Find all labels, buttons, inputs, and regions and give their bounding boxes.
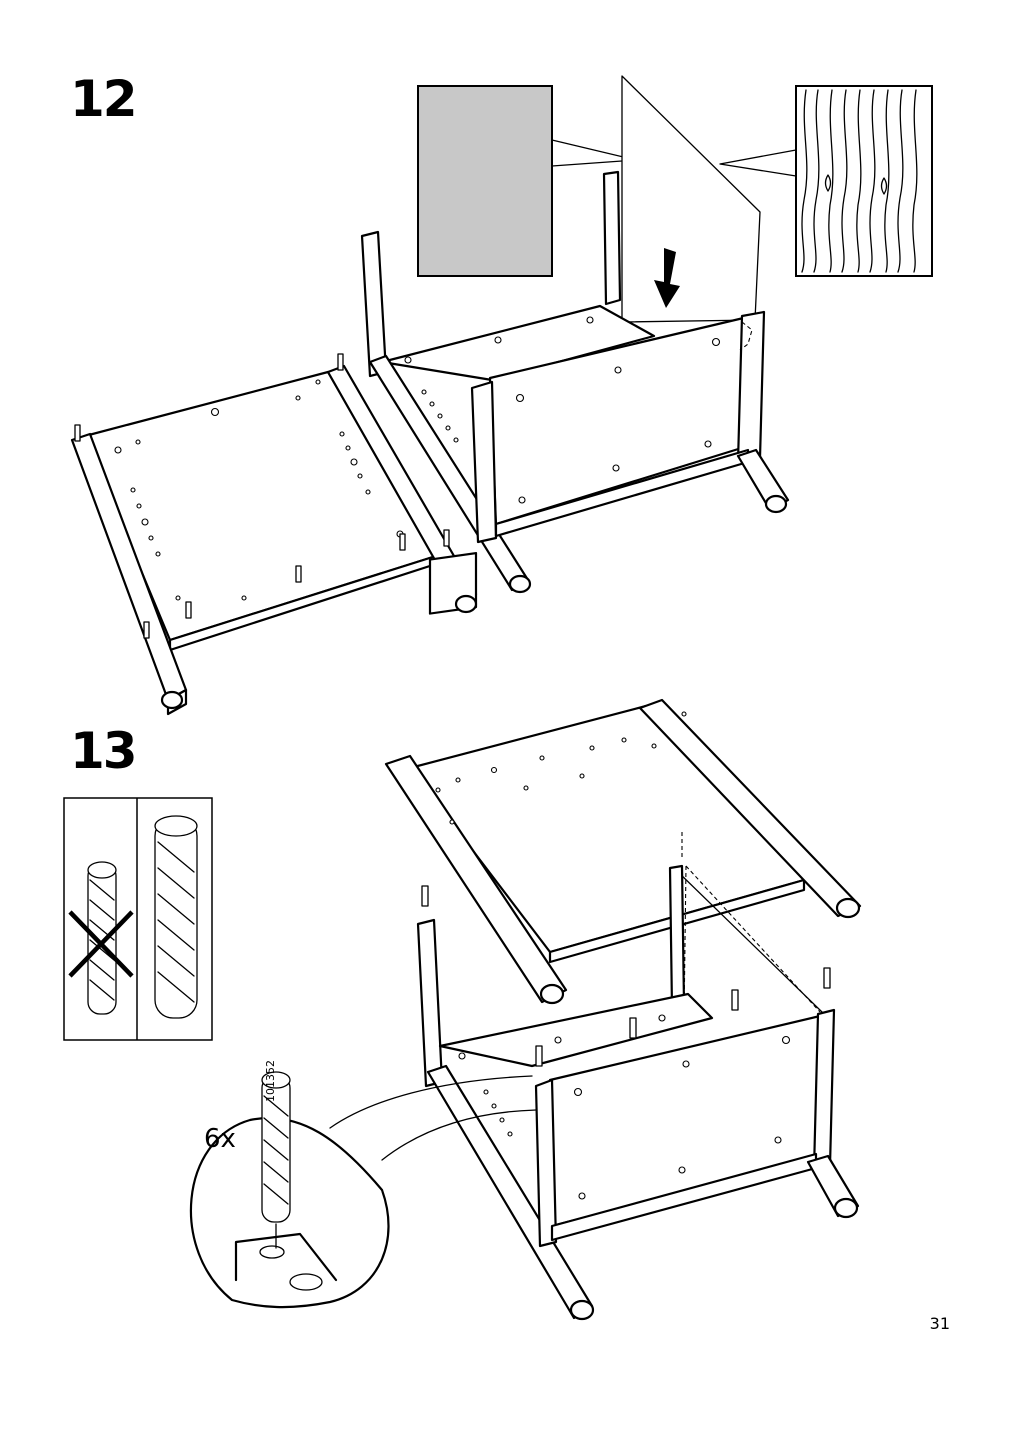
wrong-dowel-icon: [68, 861, 134, 1015]
step-13-illustration: [63, 698, 862, 1321]
correct-dowel-icon: [154, 815, 198, 1019]
dowels-lower-cabinet: [421, 885, 831, 1067]
holes-shelf: [421, 389, 459, 443]
holes-left-panel: [114, 379, 404, 601]
dowel-orientation-box: [63, 797, 213, 1041]
step-13-number: 13: [70, 722, 138, 780]
holes-lower-shelf: [483, 1089, 513, 1137]
quantity-label: 6x: [204, 1124, 236, 1154]
top-panel-assembly: [384, 698, 862, 1005]
dowels-left-panel: [74, 353, 450, 639]
lower-cabinet-assembly: [416, 864, 860, 1321]
grey-surface-callout: [417, 85, 637, 277]
dowel-detail-callout: [189, 1071, 537, 1309]
back-panel: [621, 75, 761, 323]
cabinet-assembly-right: [360, 170, 790, 594]
step-12-illustration: [70, 75, 933, 716]
part-number-label: 101352: [264, 1060, 277, 1102]
step-12-number: 12: [70, 70, 138, 128]
wood-surface-callout: [719, 85, 933, 277]
detail-dowel-icon: [261, 1071, 291, 1223]
side-assembly-left: [70, 353, 478, 716]
insert-down-arrow-icon: [654, 248, 680, 308]
page-number: 31: [929, 1314, 950, 1333]
holes-top-panel: [435, 711, 687, 825]
